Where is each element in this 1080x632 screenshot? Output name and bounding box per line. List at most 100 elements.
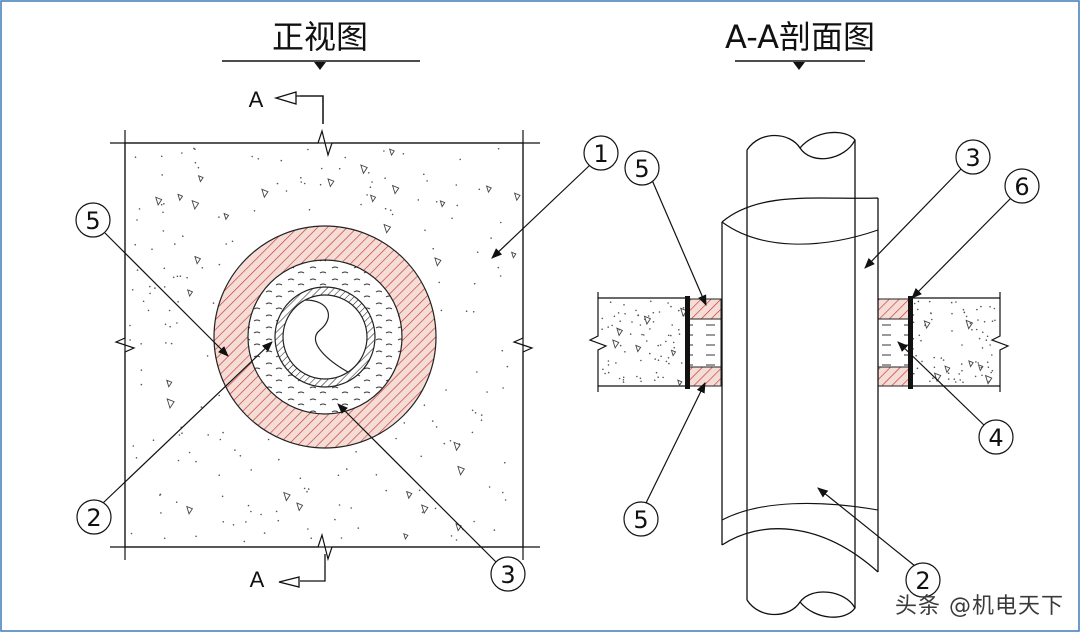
aggregate-dot <box>206 355 209 357</box>
aggregate-dot <box>607 360 610 362</box>
pipe-inner <box>282 294 368 380</box>
aggregate-dot <box>340 537 343 539</box>
callout-front-5: 5 <box>75 202 111 238</box>
aggregate-stone <box>191 199 200 211</box>
aggregate-dot <box>357 527 360 529</box>
aggregate-dot <box>643 334 645 336</box>
callout-front-3: 3 <box>490 556 526 592</box>
aggregate-dot <box>355 451 357 453</box>
aggregate-dot <box>420 455 423 458</box>
aggregate-dot <box>307 528 309 530</box>
aggregate-dot <box>497 147 500 150</box>
aggregate-stone <box>406 490 413 500</box>
aggregate-dot <box>986 335 989 338</box>
aggregate-dot <box>602 368 604 371</box>
aggregate-dot <box>346 468 348 470</box>
aggregate-dot <box>951 330 953 332</box>
aggregate-dot <box>263 532 266 534</box>
aggregate-dot <box>147 309 150 312</box>
aggregate-dot <box>253 210 256 212</box>
aggregate-dot <box>673 346 675 349</box>
aggregate-dot <box>424 229 426 232</box>
callout-section-6: 6 <box>1004 168 1040 204</box>
aggregate-dot <box>983 320 986 323</box>
aggregate-dot <box>134 156 137 158</box>
aggregate-dot <box>649 352 651 355</box>
aggregate-dot <box>140 383 143 386</box>
aggregate-dot <box>218 394 220 397</box>
aggregate-dot <box>959 379 961 381</box>
aggregate-dot <box>476 371 478 373</box>
aggregate-dot <box>607 364 610 366</box>
aggregate-dot <box>257 158 260 160</box>
aggregate-dot <box>668 362 670 365</box>
aggregate-dot <box>678 309 680 312</box>
aggregate-dot <box>497 266 500 269</box>
aggregate-dot <box>212 302 215 304</box>
aggregate-dot <box>423 404 426 407</box>
aggregate-dot <box>472 311 475 313</box>
aggregate-dot <box>194 161 197 164</box>
aggregate-dot <box>473 520 475 523</box>
aggregate-stone <box>457 465 466 476</box>
aggregate-dot <box>990 371 992 374</box>
pipe <box>746 140 856 608</box>
aggregate-dot <box>168 309 171 312</box>
aggregate-dot <box>486 391 488 393</box>
aggregate-dot <box>490 237 492 239</box>
aggregate-dot <box>303 487 306 490</box>
aggregate-dot <box>308 208 311 211</box>
aggregate-dot <box>222 431 224 434</box>
aggregate-dot <box>174 243 176 245</box>
aggregate-dot <box>609 301 612 304</box>
aggregate-dot <box>129 324 131 327</box>
aggregate-dot <box>601 317 604 320</box>
aggregate-dot <box>434 507 437 510</box>
aggregate-dot <box>989 306 991 308</box>
aggregate-dot <box>918 334 921 337</box>
aggregate-dot <box>225 243 227 245</box>
aggregate-stone <box>635 344 642 353</box>
aggregate-stone <box>421 504 429 515</box>
section-arrow-top <box>273 91 324 124</box>
aggregate-dot <box>652 311 655 314</box>
aggregate-dot <box>182 235 184 237</box>
aggregate-dot <box>618 377 621 380</box>
aggregate-dot <box>440 309 443 312</box>
retaining-plate-right <box>908 296 913 389</box>
aggregate-dot <box>338 167 341 170</box>
aggregate-dot <box>678 333 681 335</box>
aggregate-dot <box>917 308 919 311</box>
aggregate-stone <box>403 532 409 540</box>
aggregate-dot <box>334 518 336 521</box>
section-view: 5 5 3 6 4 2 <box>588 131 1040 618</box>
aggregate-stone <box>261 188 269 199</box>
aggregate-dot <box>129 339 131 341</box>
aggregate-dot <box>135 457 138 459</box>
aggregate-dot <box>659 344 662 346</box>
aggregate-dot <box>455 539 458 541</box>
aggregate-dot <box>142 300 145 303</box>
fire-seal-top-right <box>877 298 911 320</box>
sleeve <box>721 197 879 573</box>
aggregate-dot <box>980 305 982 308</box>
aggregate-stone <box>177 193 184 202</box>
aggregate-dot <box>163 267 166 270</box>
aggregate-stone <box>680 307 688 318</box>
aggregate-dot <box>402 153 405 155</box>
aggregate-dot <box>942 359 945 361</box>
aggregate-dot <box>160 512 162 514</box>
aggregate-dot <box>975 361 977 363</box>
aggregate-dot <box>131 289 134 291</box>
aggregate-dot <box>974 375 977 378</box>
floor-slab-right <box>910 298 1000 386</box>
aggregate-stone <box>513 192 521 202</box>
svg-text:3: 3 <box>965 144 980 172</box>
aggregate-dot <box>631 321 633 323</box>
title-section-view: A-A剖面图 <box>725 18 875 56</box>
aggregate-dot <box>450 535 453 537</box>
aggregate-dot <box>277 519 280 522</box>
aggregate-dot <box>218 263 221 266</box>
aggregate-dot <box>172 276 175 279</box>
